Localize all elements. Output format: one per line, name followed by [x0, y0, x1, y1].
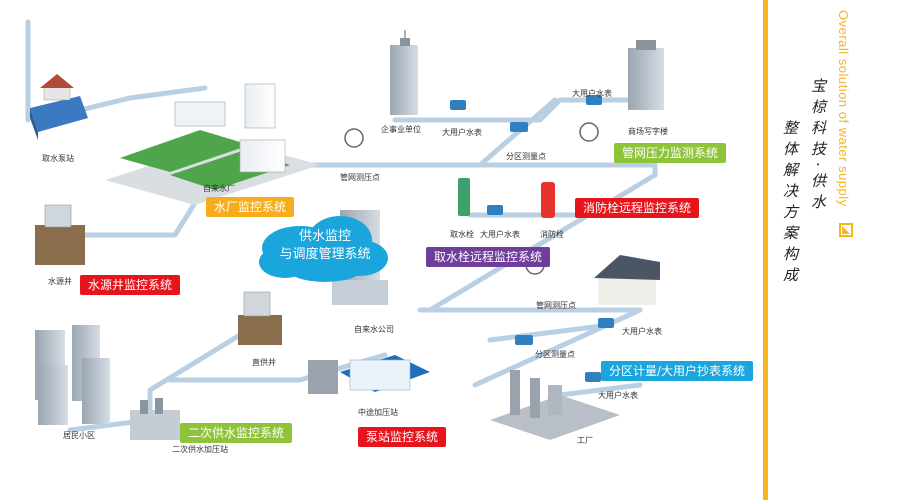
label-waterworks: 自来水厂 [203, 184, 235, 193]
fire-hydrant-icon [541, 182, 555, 218]
pipe-east-right [427, 172, 658, 313]
label-secondary-station: 二次供水加压站 [172, 445, 228, 454]
label-source-well: 水源井 [48, 277, 72, 286]
label-pressure-point-1: 管网测压点 [340, 173, 380, 182]
pipe-up-diag [477, 97, 558, 168]
cloud-label: 供水监控 与调度管理系统 [262, 228, 388, 264]
water-meter-5 [585, 372, 601, 382]
title-chinese-line-2: 整体解决方案构成 [781, 120, 799, 288]
pressure-gauge-1 [344, 128, 364, 148]
label-pressure-point-2: 管网测压点 [536, 301, 576, 310]
booster-station-icon [308, 355, 430, 394]
gold-divider [763, 0, 768, 500]
zone-meter-1 [510, 122, 528, 132]
water-meter-4 [598, 318, 614, 328]
tag-waterworks-monitor: 水厂监控系统 [206, 197, 295, 217]
tag-source-well-monitor: 水源井监控系统 [80, 275, 181, 295]
cloud-icon [259, 216, 388, 282]
pipe-factory-out [277, 162, 658, 178]
tag-intake-remote-monitor: 取水栓远程监控系统 [426, 247, 551, 267]
tag-secondary-supply-monitor: 二次供水监控系统 [180, 423, 293, 443]
enterprise-building-icon [390, 30, 418, 115]
tag-pump-station-monitor: 泵站监控系统 [358, 427, 447, 447]
label-water-company: 自来水公司 [354, 325, 394, 334]
factory-icon [490, 370, 620, 440]
office-building-icon [628, 40, 664, 110]
label-zone-point-2: 分区测量点 [535, 350, 575, 359]
direct-well-icon [238, 291, 282, 345]
label-big-meter-2: 大用户水表 [572, 89, 612, 98]
label-direct-well: 直供井 [252, 358, 276, 367]
pipe-right-bottom [557, 382, 643, 398]
label-office-building: 商场写字楼 [628, 127, 668, 136]
label-big-meter-4: 大用户水表 [622, 327, 662, 336]
label-hydrant-take: 取水栓 [450, 230, 474, 239]
title-chinese-line-1: 宝椋科技·供水 [809, 78, 827, 215]
label-big-meter-3: 大用户水表 [480, 230, 520, 239]
tag-pipe-pressure-monitor: 管网压力监测系统 [614, 143, 727, 163]
label-zone-point-1: 分区测量点 [506, 152, 546, 161]
label-enterprise: 企事业单位 [381, 125, 421, 134]
label-fire-hydrant: 消防栓 [540, 230, 564, 239]
take-hydrant-icon [458, 178, 470, 216]
zone-meter-2 [515, 335, 533, 345]
waterworks-icon [105, 83, 320, 205]
pipe-upper-branch [392, 97, 643, 123]
tag-zone-metering: 分区计量/大用户抄表系统 [601, 361, 754, 381]
label-big-meter-1: 大用户水表 [442, 128, 482, 137]
source-well-icon [35, 204, 85, 265]
cloud-line-1: 供水监控 [298, 229, 351, 244]
water-meter-1 [450, 100, 466, 110]
residential-icon [35, 325, 110, 425]
tag-hydrant-remote-monitor: 消防栓远程监控系统 [575, 198, 700, 218]
meters [344, 95, 614, 382]
label-factory: 工厂 [577, 436, 593, 445]
intake-station-icon [30, 74, 88, 140]
secondary-station-icon [130, 398, 180, 440]
pipe-lower-right [487, 322, 613, 343]
villa-icon [594, 255, 660, 305]
hydrants [458, 178, 555, 218]
label-residential: 居民小区 [63, 431, 95, 440]
pressure-gauge-2 [579, 122, 599, 142]
label-big-meter-5: 大用户水表 [598, 391, 638, 400]
label-intake-station: 取水泵站 [42, 154, 74, 163]
water-meter-3 [487, 205, 503, 215]
water-meter-2 [586, 95, 602, 105]
label-booster-station: 中途加压站 [358, 408, 398, 417]
pipe-well-link [77, 192, 203, 238]
corner-logo-icon [839, 223, 853, 237]
title-english: Overall solution of water supply [836, 10, 851, 207]
cloud-line-2: 与调度管理系统 [279, 247, 371, 262]
